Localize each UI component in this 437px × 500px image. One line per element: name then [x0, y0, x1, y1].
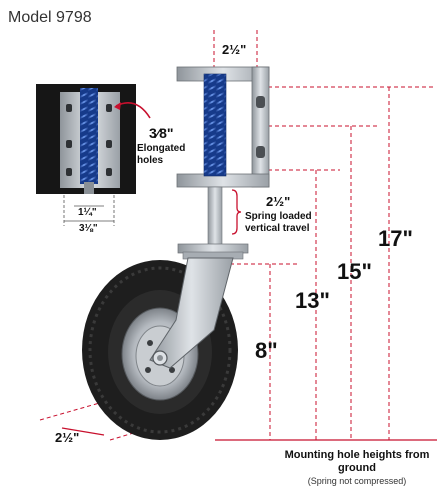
bracket-side-plate [251, 66, 270, 188]
inset-dims [63, 195, 115, 226]
height-13-label: 13" [295, 288, 330, 313]
inset-hole-2 [106, 104, 112, 112]
bracket-inset [36, 84, 136, 194]
inset-hole-1 [66, 104, 72, 112]
inset-hole-6 [106, 168, 112, 176]
caster-stem [207, 186, 223, 248]
dimension-lines [39, 30, 435, 441]
inset-hole-4 [106, 140, 112, 148]
hole-size-value: 3⁄8" [149, 125, 174, 141]
model-label: Model 9798 [8, 9, 92, 26]
inset-hole-3 [66, 140, 72, 148]
rim-hole-3 [145, 367, 151, 373]
travel-bracket [231, 189, 242, 235]
inset-inner-dim: 1¼" [78, 207, 97, 218]
rim-hole-4 [169, 367, 175, 373]
inset-hole-5 [66, 168, 72, 176]
bracket-hole-lower [256, 146, 265, 158]
mounting-note: (Spring not compressed) [307, 476, 407, 486]
axle-nut [157, 355, 163, 361]
tire-width-a [39, 399, 111, 421]
tire-tread [88, 266, 232, 434]
tire-width-arrow [61, 427, 105, 436]
height-8-label: 8" [255, 338, 278, 363]
mounting-title: Mounting hole heights from ground [284, 449, 430, 475]
swivel-plate [177, 243, 249, 254]
rim-hole-1 [147, 340, 153, 346]
spring [203, 73, 227, 177]
hole-size-text: Elongated holes [137, 143, 186, 166]
travel-text: Spring loaded vertical travel [245, 211, 312, 234]
height-17-label: 17" [378, 226, 413, 251]
hole-callout-arrowhead [114, 102, 121, 110]
inset-stem [84, 182, 94, 194]
tire-width-label: 2½" [55, 430, 80, 445]
inset-outer-dim: 3⅛" [79, 223, 98, 234]
top-width-label: 2½" [222, 42, 247, 57]
height-15-label: 15" [337, 259, 372, 284]
bracket-hole-upper [256, 96, 265, 108]
caster-fork [149, 257, 234, 369]
travel-value: 2½" [266, 194, 291, 209]
inset-spring [80, 88, 98, 184]
